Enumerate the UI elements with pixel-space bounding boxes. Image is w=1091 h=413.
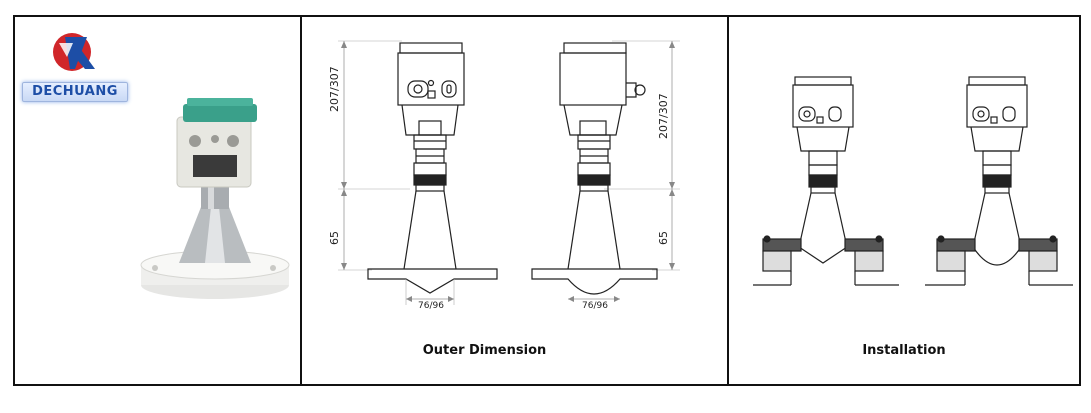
product-photo — [53, 33, 290, 299]
product-table: DECHUANG — [13, 15, 1081, 386]
left-drawing — [338, 40, 498, 305]
installation-caption: Installation — [862, 343, 946, 358]
dechuang-logo-text: DECHUANG — [22, 82, 128, 102]
installation-right — [925, 76, 1073, 286]
nameplate — [193, 155, 237, 177]
height-label-bottom-left: 65 — [328, 231, 341, 245]
width-label-right: 76/96 — [582, 301, 608, 311]
outer-dimension-drawing — [338, 40, 680, 305]
photo-cell: DECHUANG — [15, 17, 302, 384]
height-label-bottom-right: 65 — [657, 231, 670, 245]
installation-left — [753, 76, 899, 286]
width-label-left: 76/96 — [418, 301, 444, 311]
right-drawing — [531, 40, 680, 302]
dechuang-logo-mark — [53, 33, 95, 71]
teal-cap — [183, 104, 257, 122]
installation-cell: Installation — [729, 17, 1079, 384]
outer-dimension-caption: Outer Dimension — [422, 343, 547, 358]
height-label-top-left: 207/307 — [328, 66, 341, 112]
outer-dimension-cell: 207/307 65 207/307 65 76/96 76/96 Outer … — [302, 17, 729, 384]
installation-drawing — [753, 76, 1073, 286]
height-label-top-right: 207/307 — [657, 93, 670, 139]
